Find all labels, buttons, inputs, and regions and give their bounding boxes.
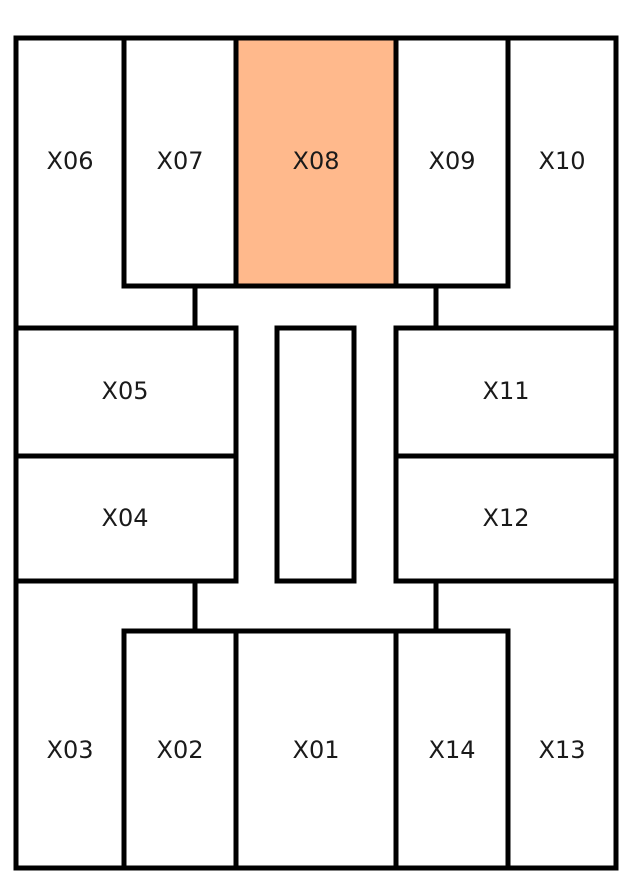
central-core — [274, 325, 357, 584]
room-label-x02: X02 — [157, 736, 204, 764]
room-label-x05: X05 — [102, 377, 149, 405]
room-label-x04: X04 — [102, 504, 149, 532]
room-label-x13: X13 — [539, 736, 586, 764]
room-label-x10: X10 — [539, 147, 586, 175]
room-label-x03: X03 — [47, 736, 94, 764]
room-label-x07: X07 — [157, 147, 204, 175]
room-label-x12: X12 — [483, 504, 530, 532]
room-label-x09: X09 — [429, 147, 476, 175]
outer-wall — [13, 35, 619, 871]
room-label-x01: X01 — [293, 736, 340, 764]
room-label-x14: X14 — [429, 736, 476, 764]
room-label-x06: X06 — [47, 147, 94, 175]
room-label-x11: X11 — [483, 377, 530, 405]
room-label-x08: X08 — [293, 147, 340, 175]
